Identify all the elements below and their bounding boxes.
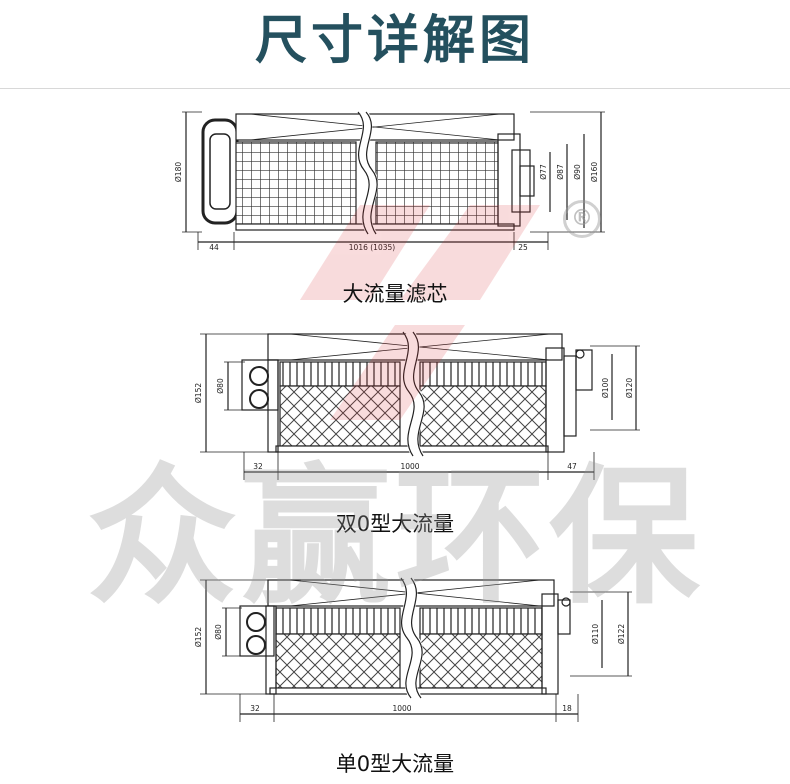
diagram-3 bbox=[200, 574, 632, 722]
d3-dim-right-len: 18 bbox=[562, 704, 572, 713]
d3-dim-outer: Ø152 bbox=[194, 627, 203, 647]
d2-dim-outer: Ø152 bbox=[194, 383, 203, 403]
d3-dim-left-len: 32 bbox=[250, 704, 260, 713]
d2-dim-inner-a: Ø100 bbox=[601, 378, 610, 398]
d2-dim-right-len: 47 bbox=[567, 462, 577, 471]
caption-diagram-1: 大流量滤芯 bbox=[342, 282, 448, 306]
d3-dim-inner-b: Ø122 bbox=[617, 624, 626, 644]
logo-mark bbox=[300, 205, 540, 420]
d3-dim-port: Ø80 bbox=[214, 624, 223, 640]
d1-dim-left-height: Ø180 bbox=[174, 162, 183, 182]
d1-dim-body-len: 1016 (1035) bbox=[349, 243, 395, 252]
caption-diagram-3: 单0型大流量 bbox=[335, 752, 455, 776]
d1-dim-inner-d: Ø160 bbox=[590, 162, 599, 182]
d3-dim-body-len: 1000 bbox=[392, 704, 411, 713]
d2-dim-inner-b: Ø120 bbox=[625, 378, 634, 398]
d3-dim-inner-a: Ø110 bbox=[591, 624, 600, 644]
d1-dim-left-len: 44 bbox=[209, 243, 219, 252]
d2-dim-body-len: 1000 bbox=[400, 462, 419, 471]
d2-dim-port: Ø80 bbox=[216, 378, 225, 394]
diagram-2 bbox=[200, 328, 640, 480]
d1-dim-right-len: 25 bbox=[518, 243, 528, 252]
page-title: 尺寸详解图 bbox=[254, 11, 535, 71]
d2-dim-left-len: 32 bbox=[253, 462, 263, 471]
d1-dim-inner-a: Ø77 bbox=[539, 164, 548, 180]
d1-dim-inner-c: Ø90 bbox=[573, 164, 582, 180]
title-divider bbox=[0, 88, 790, 89]
caption-diagram-2: 双0型大流量 bbox=[335, 512, 455, 536]
diagram-1 bbox=[182, 108, 605, 250]
d1-dim-inner-b: Ø87 bbox=[556, 164, 565, 180]
